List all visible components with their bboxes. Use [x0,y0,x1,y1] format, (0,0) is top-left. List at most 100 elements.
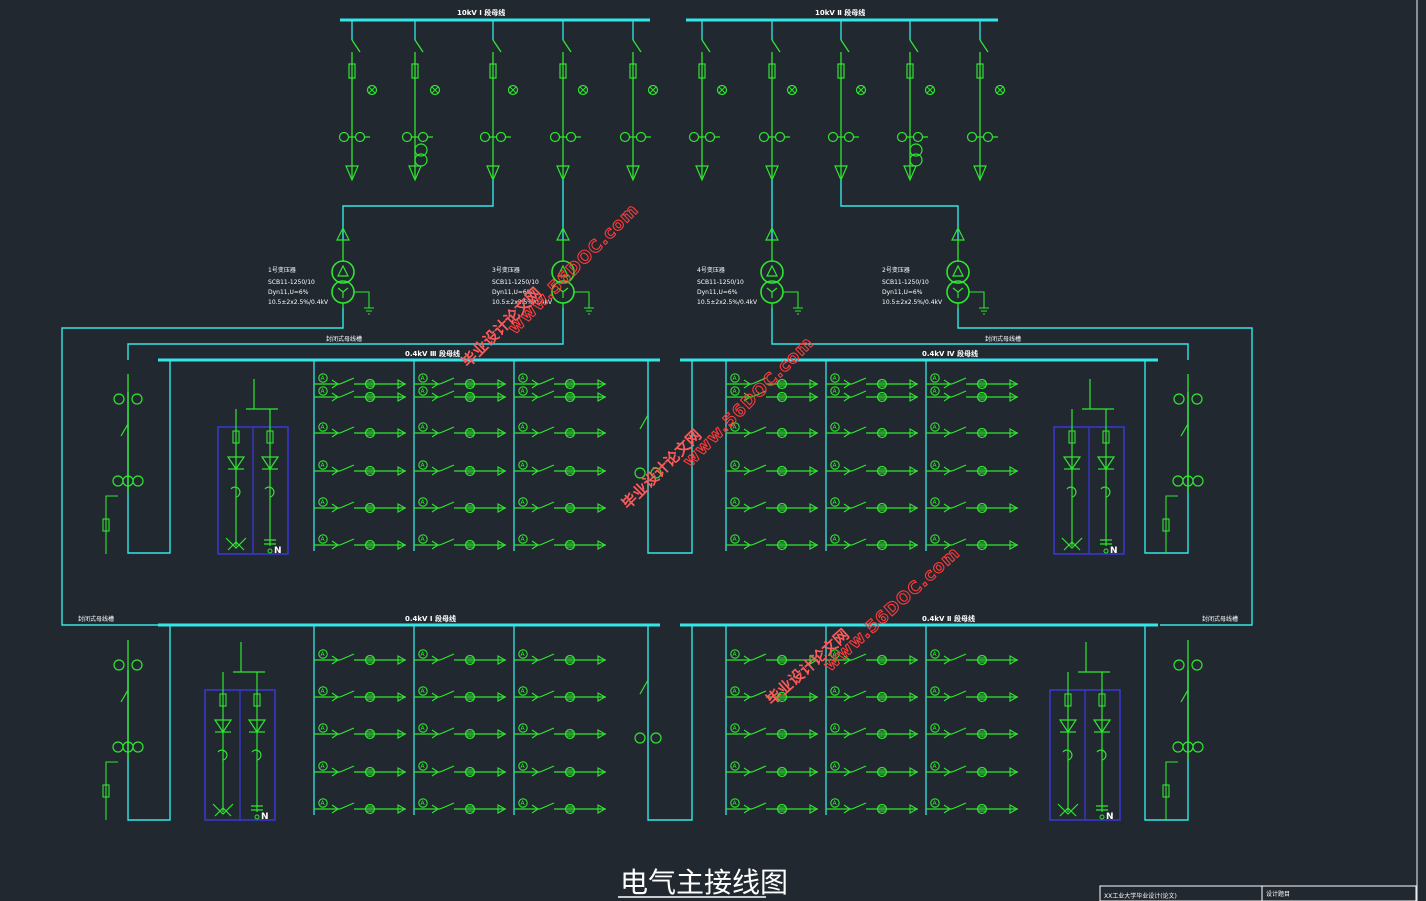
feeder-arrow [743,540,751,550]
current-transformer [464,502,476,514]
feeder-arrow [531,767,539,777]
ammeter-glyph: A [733,388,738,395]
lv-feeder: A [926,373,1019,390]
feeder-arrow [531,392,539,402]
capacitor-delta [1057,803,1079,817]
current-transformer [876,654,888,666]
ammeter-glyph: A [833,388,838,395]
breaker [439,390,455,398]
ammeter [518,649,528,659]
disconnect-switch [909,39,919,53]
breaker [851,802,867,810]
lv-feeder: A [414,534,507,551]
thyristor-switch [1096,456,1116,471]
lv-feeder: A [926,798,1019,815]
breaker [539,765,555,773]
wye-symbol [557,287,569,298]
ct-bar [566,769,574,775]
feeder-arrow [531,379,539,389]
feeder-arrow [431,503,439,513]
ct-bar [978,806,986,812]
ct-bar [778,769,786,775]
breaker [751,765,767,773]
outgoing-terminal [597,379,607,389]
current-transformer [976,654,988,666]
ct-bar [366,381,374,387]
fuse [1064,693,1072,707]
outgoing-terminal [497,428,507,438]
current-transformer [1172,741,1184,753]
breaker [951,690,967,698]
lv-bus-1-label: 0.4kV Ⅰ 段母线 [405,614,456,623]
ammeter [318,686,328,696]
current-transformer [565,131,577,143]
breaker [851,727,867,735]
ammeter-glyph: A [421,763,426,770]
capacitor-bank: N [204,642,276,822]
outgoing-terminal [497,392,507,402]
outgoing-terminal [497,767,507,777]
lv-incomers [102,374,1204,820]
capacitor [264,539,276,545]
cable-terminal [973,165,987,182]
delta-symbol [337,264,349,277]
breaker [951,390,967,398]
outgoing-terminal [809,379,819,389]
outgoing-terminal [397,655,407,665]
title-block-school: XX工业大学毕业设计(论文) [1104,892,1177,900]
neutral-terminal [1103,548,1109,554]
ammeter [518,422,528,432]
hv-feeder [896,20,936,182]
ammeter [318,386,328,396]
feeder-arrow [843,540,851,550]
breaker [539,690,555,698]
ammeter [830,422,840,432]
breaker [339,377,355,385]
breaker [751,802,767,810]
current-transformer [131,659,143,671]
feeder-arrow [331,428,339,438]
breaker [439,377,455,385]
fuse [253,693,261,707]
neutral-terminal [254,814,260,820]
ammeter-glyph: A [733,688,738,695]
indicator-cross [718,86,726,94]
lv-feeder: A [726,460,819,477]
current-transformer [113,393,125,405]
lv-feeder: A [314,534,407,551]
ct-bar [778,381,786,387]
breaker [851,377,867,385]
fuse [219,693,227,707]
breaker [339,390,355,398]
breaker [339,765,355,773]
wye-symbol [337,287,349,298]
ct-bar [566,394,574,400]
current-transformer [650,467,662,479]
breaker [539,501,555,509]
outgoing-terminal [597,392,607,402]
ct-bar [878,430,886,436]
lv-feeder: A [726,649,819,666]
feeder-arrow [943,729,951,739]
breaker [751,727,767,735]
neutral-label: N [274,546,282,556]
current-transformer [876,427,888,439]
current-transformer [776,539,788,551]
ammeter-glyph: A [421,725,426,732]
current-transformer [1172,475,1184,487]
current-transformer [564,654,576,666]
current-transformer [464,691,476,703]
feeder-arrow [943,804,951,814]
current-transformer [776,803,788,815]
fuse [768,63,776,79]
ct-bar [878,542,886,548]
ammeter-glyph: A [321,688,326,695]
ammeter-glyph: A [521,499,526,506]
hv-winding [760,260,784,284]
current-transformer [976,728,988,740]
transformers [331,226,989,315]
ammeter [418,798,428,808]
disconnect-switch [414,39,424,53]
outgoing-terminal [909,692,919,702]
current-transformer [113,659,125,671]
